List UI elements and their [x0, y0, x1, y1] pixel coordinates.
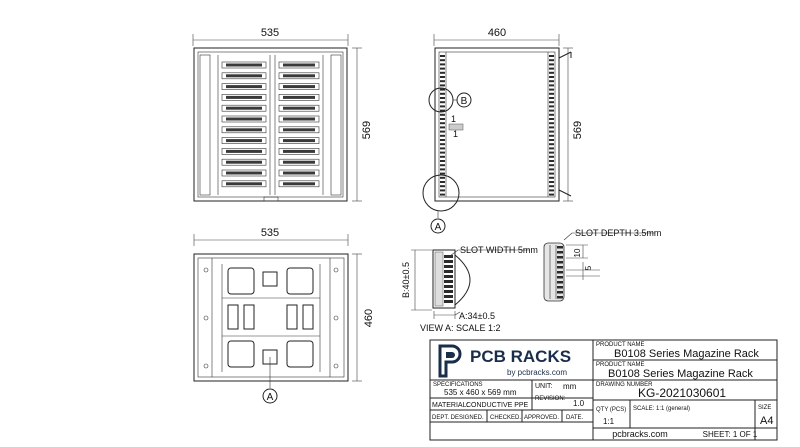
bottom-width-label: 535: [261, 227, 279, 239]
dim-b-label: B:40±0.5: [401, 262, 411, 298]
spec-value: 535 x 460 x 569 mm: [444, 388, 517, 397]
ratio-bottom: 1: [453, 129, 458, 139]
bottom-frame: [193, 253, 349, 382]
front-frame: [193, 47, 348, 202]
title-block: PCB RACKS by pcbracks.com PRODUCT NAME B…: [429, 339, 778, 441]
size-value: A4: [760, 415, 773, 427]
product-name-label-1: PRODUCT NAME: [596, 342, 645, 348]
side-view: 460 569 B 1 1 A: [422, 27, 584, 234]
product-name-1: B0108 Series Magazine Rack: [614, 348, 759, 360]
dim-a-label: A:34±0.5: [459, 311, 495, 321]
ratio-hatch: [448, 123, 464, 131]
detail-b-letter: B: [461, 96, 468, 107]
material-label: MATERIAL:: [432, 402, 468, 409]
detail-a-letter: A: [435, 222, 442, 233]
pcb-racks-logo: PCB RACKS by pcbracks.com: [438, 344, 571, 378]
unit-label: UNIT:: [535, 383, 553, 390]
detail-a-bottom-letter: A: [267, 392, 274, 403]
dim-5-label: 5: [584, 265, 593, 270]
drawing-number: KG-2021030601: [638, 386, 726, 400]
spec-label: SPECIFICATIONS: [433, 382, 483, 388]
logo-text: PCB RACKS: [470, 347, 571, 366]
scale-label: SCALE: 1:1 (general): [633, 406, 690, 412]
detail-a-bubble: [430, 218, 446, 234]
detail-b-circle: [428, 87, 454, 113]
side-width-label: 460: [488, 27, 506, 39]
logo-subtext: by pcbracks.com: [507, 368, 567, 377]
bottom-view: 535 460 A: [193, 227, 375, 404]
sheet-label: SHEET: 1 OF 1: [703, 430, 758, 439]
detail-slot-width: B:40±0.5 SLOT WIDTH 5mm A:34±0.5 VIEW A:…: [401, 245, 538, 333]
slot-depth-label: SLOT DEPTH 3.5mm: [575, 228, 661, 238]
approved: APPROVED.: [524, 415, 559, 421]
front-view: 535 569: [192, 27, 373, 202]
checked: CHECKED.: [490, 415, 521, 421]
front-slots: [221, 61, 320, 188]
qty-value: 1:1: [603, 417, 615, 426]
dept-designed: DEPT. DESIGNED.: [432, 415, 484, 421]
revision-label: REVISION:: [535, 396, 566, 402]
date: DATE.: [566, 415, 584, 421]
side-height-label: 569: [572, 121, 584, 139]
detail-a-bottom-bubble: [262, 388, 278, 404]
side-teeth: [440, 55, 554, 196]
detail-a-circle: [422, 174, 460, 212]
front-height-label: 569: [361, 121, 373, 139]
detail-slot-depth: SLOT DEPTH 3.5mm 10 5: [543, 228, 661, 302]
product-name-label-2: PRODUCT NAME: [596, 362, 645, 368]
website: pcbracks.com: [612, 429, 668, 439]
side-frame: [434, 47, 560, 202]
size-label: SIZE: [758, 405, 771, 411]
dim-10-label: 10: [573, 248, 582, 257]
drawing-number-label: DRAWING NUMBER: [596, 382, 653, 388]
slot-width-label: SLOT WIDTH 5mm: [460, 245, 538, 255]
front-width-label: 535: [261, 27, 279, 39]
product-name-2: B0108 Series Magazine Rack: [608, 368, 753, 380]
revision-value: 1.0: [573, 399, 585, 408]
bottom-depth-label: 460: [363, 309, 375, 327]
unit-value: mm: [563, 382, 577, 391]
view-caption: VIEW A: SCALE 1:2: [420, 323, 501, 333]
qty-label: QTY (PCS): [596, 407, 626, 413]
ratio-top: 1: [451, 114, 456, 124]
material-value: CONDUCTIVE PPE: [466, 402, 529, 409]
